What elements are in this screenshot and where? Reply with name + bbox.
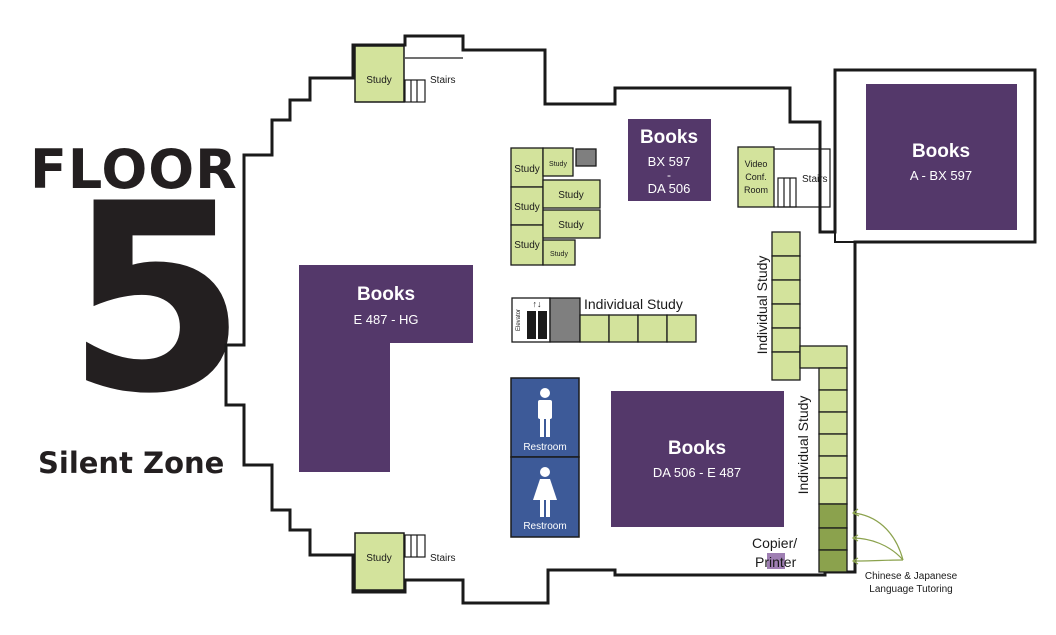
stairs-bottom-label: Stairs	[430, 553, 456, 564]
books-left-range: E 487 - HG	[353, 312, 418, 327]
video-conf-line3: Room	[744, 185, 768, 195]
books-area-right[interactable]	[866, 84, 1017, 230]
study-label: Study	[514, 164, 540, 175]
books-top-line1: BX 597	[648, 154, 691, 169]
stairs-right	[774, 148, 831, 208]
elevator-label: Elevator	[516, 309, 522, 331]
books-right-range: A - BX 597	[910, 168, 972, 183]
study-label: Study	[558, 220, 584, 231]
study-carrel[interactable]	[771, 231, 801, 257]
study-room-top[interactable]	[354, 45, 405, 103]
tutoring-label-line1: Chinese & Japanese	[865, 571, 958, 582]
study-carrel[interactable]	[579, 314, 610, 343]
elevator-car	[538, 311, 547, 339]
study-carrel[interactable]	[818, 389, 848, 413]
copier-label-line2: Printer	[755, 554, 797, 570]
video-conf-line2: Conf.	[745, 172, 767, 182]
individual-study-lower-label: Individual Study	[795, 396, 811, 495]
individual-study-column-lower	[799, 345, 848, 505]
study-cluster	[510, 147, 601, 266]
floor-number: 5	[66, 149, 247, 451]
mechanical-room	[549, 297, 581, 343]
books-area-top[interactable]	[628, 119, 711, 201]
study-carrel[interactable]	[771, 327, 801, 353]
individual-study-upper-label: Individual Study	[754, 256, 770, 355]
study-carrel[interactable]	[637, 314, 668, 343]
study-label: Study	[549, 161, 567, 168]
tutoring-room[interactable]	[818, 549, 848, 573]
study-label: Study	[550, 251, 568, 258]
video-conf-room[interactable]	[737, 146, 775, 208]
stairs-bottom	[404, 534, 463, 581]
study-carrel[interactable]	[818, 411, 848, 435]
stairs-right-label: Stairs	[802, 174, 828, 185]
study-carrel[interactable]	[608, 314, 639, 343]
study-room[interactable]	[542, 209, 601, 239]
women-icon	[533, 467, 557, 517]
zone-label: Silent Zone	[38, 446, 225, 480]
books-top-line2: -	[667, 168, 671, 182]
study-carrel[interactable]	[771, 303, 801, 329]
study-top-label: Study	[366, 75, 392, 86]
books-left-heading: Books	[357, 284, 415, 305]
study-label: Study	[558, 190, 584, 201]
restroom-men-label: Restroom	[523, 442, 566, 453]
study-carrel[interactable]	[771, 279, 801, 305]
men-icon	[538, 388, 552, 437]
video-conf-line1: Video	[745, 159, 768, 169]
stairs-top-label: Stairs	[430, 75, 456, 86]
restroom-women-label: Restroom	[523, 521, 566, 532]
study-room-small[interactable]	[542, 239, 576, 266]
study-carrel[interactable]	[818, 477, 848, 505]
storage-room	[575, 148, 597, 167]
books-area-center[interactable]	[611, 391, 784, 527]
study-bottom-label: Study	[366, 553, 392, 564]
books-top-heading: Books	[640, 127, 698, 148]
elevator-arrows: ↑↓	[533, 299, 542, 309]
study-label: Study	[514, 202, 540, 213]
individual-study-row-label: Individual Study	[584, 296, 683, 312]
tutoring-rooms	[818, 503, 848, 573]
books-center-range: DA 506 - E 487	[653, 465, 741, 480]
tutoring-arrows	[851, 508, 904, 565]
study-carrel[interactable]	[818, 455, 848, 479]
individual-study-row	[579, 314, 697, 343]
tutoring-label-line2: Language Tutoring	[869, 584, 952, 595]
study-room-bottom[interactable]	[354, 532, 405, 591]
study-carrel[interactable]	[818, 367, 848, 391]
study-carrel[interactable]	[771, 351, 801, 381]
stairs-top	[404, 57, 463, 103]
copier-printer[interactable]	[767, 553, 785, 569]
study-carrel[interactable]	[799, 345, 848, 369]
floor-title: FLOOR	[30, 138, 238, 201]
building-outline	[224, 34, 1037, 605]
individual-study-column-upper	[771, 231, 801, 381]
study-label: Study	[514, 240, 540, 251]
elevator-car	[527, 311, 536, 339]
study-room[interactable]	[510, 224, 544, 266]
books-right-heading: Books	[912, 141, 970, 162]
copier-label-line1: Copier/	[752, 535, 797, 551]
study-room[interactable]	[510, 147, 544, 188]
study-carrel[interactable]	[771, 255, 801, 281]
books-center-heading: Books	[668, 438, 726, 459]
study-carrel[interactable]	[818, 433, 848, 457]
tutoring-room[interactable]	[818, 503, 848, 529]
books-top-line3: DA 506	[648, 181, 691, 196]
building-inner-wall	[834, 232, 855, 243]
books-area-left[interactable]	[299, 265, 473, 472]
study-room[interactable]	[542, 179, 601, 209]
study-carrel[interactable]	[666, 314, 697, 343]
tutoring-room[interactable]	[818, 527, 848, 551]
study-room-small[interactable]	[542, 147, 574, 177]
